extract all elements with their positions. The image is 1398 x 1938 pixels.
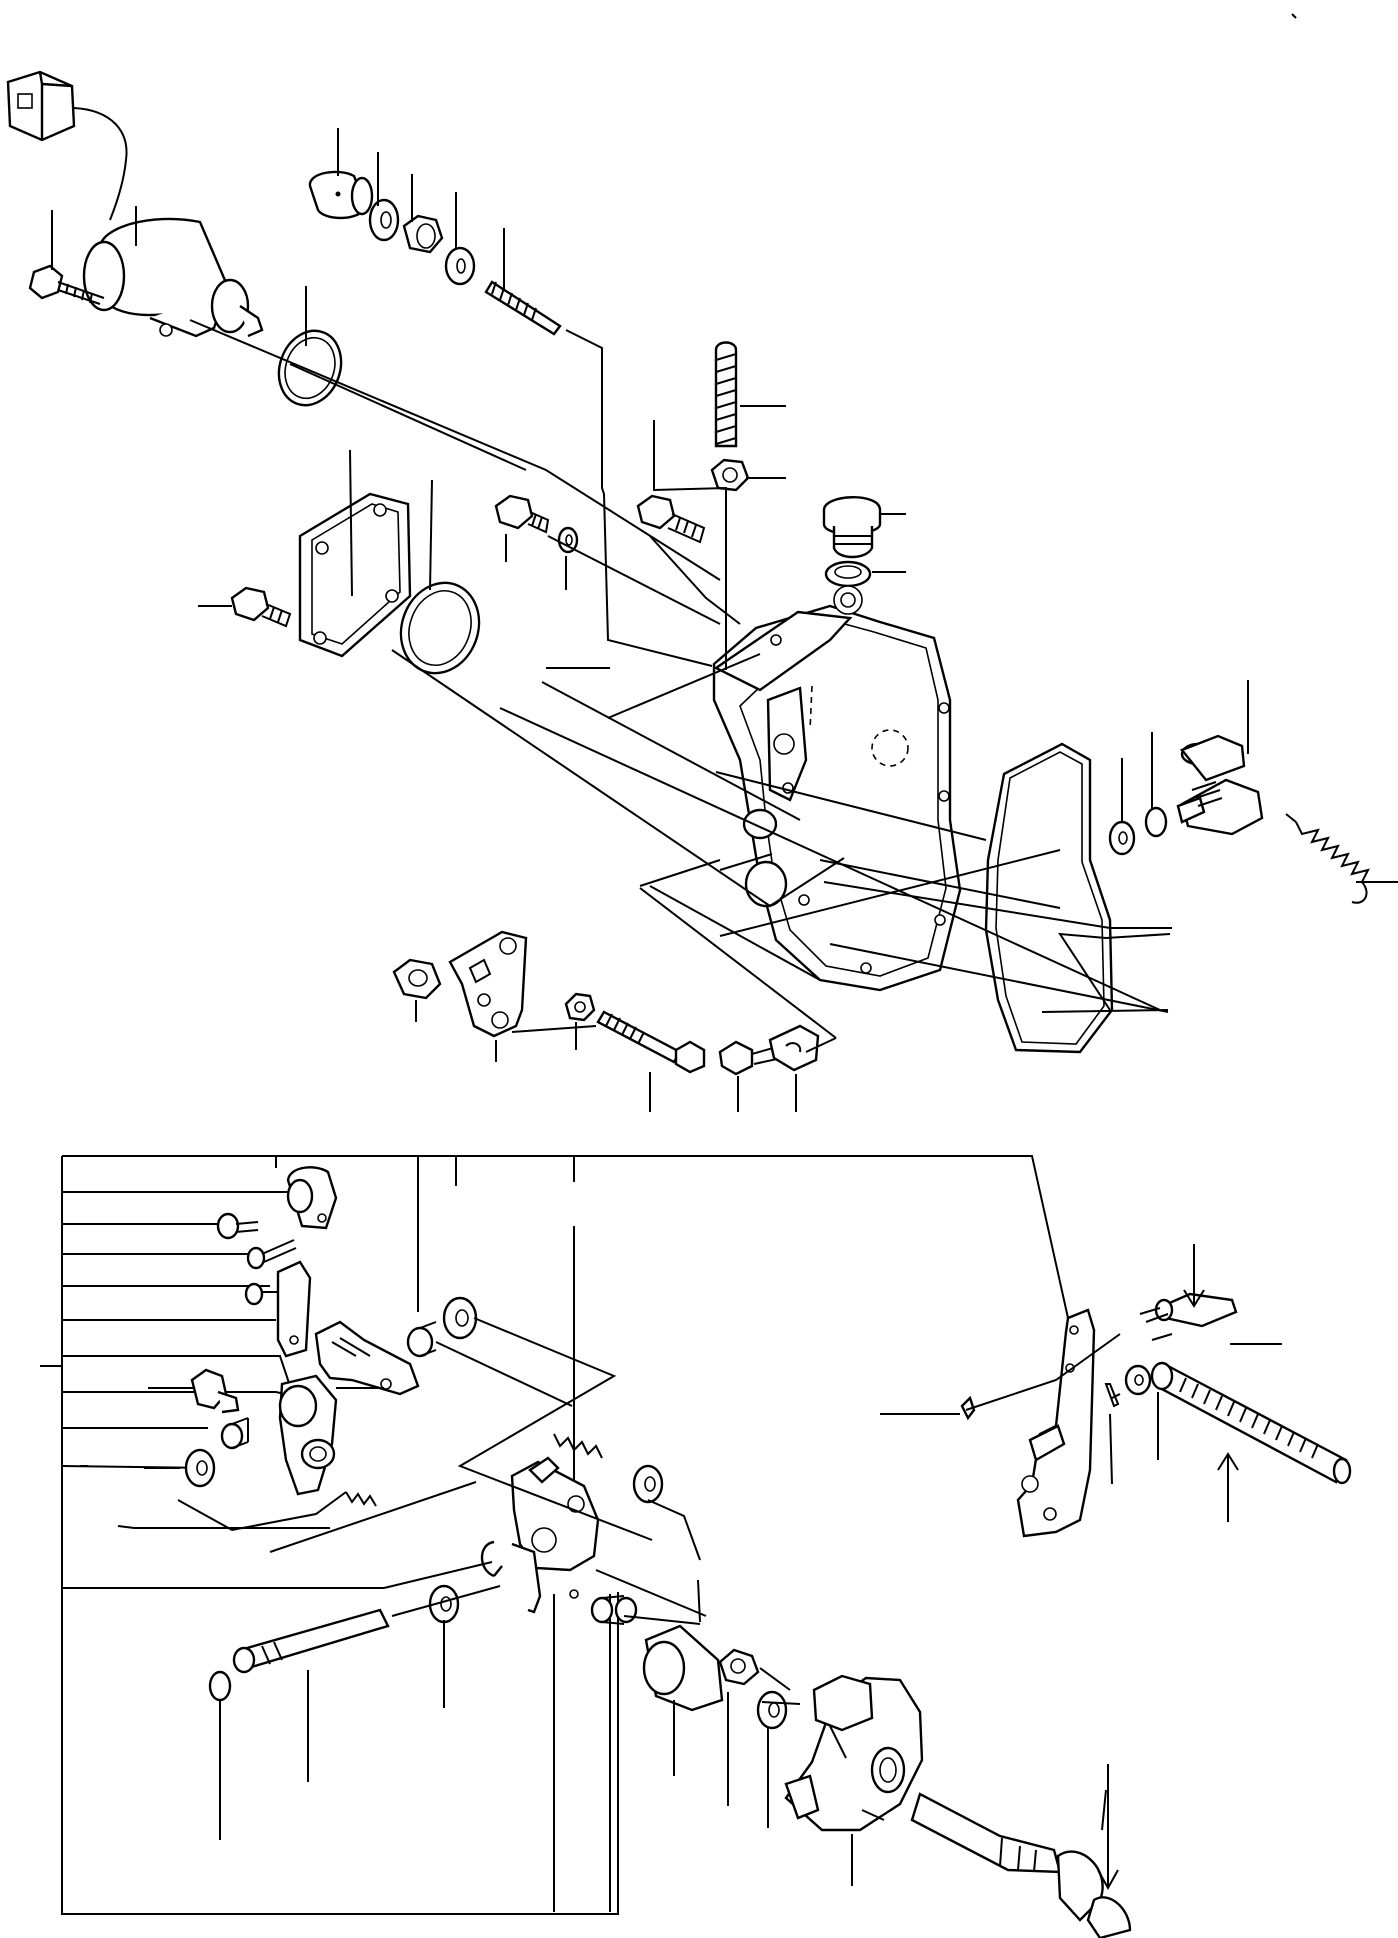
- lever-hub: [278, 1374, 338, 1496]
- lower-leader-lines: [117, 1244, 1282, 1891]
- washer-2: [444, 246, 476, 286]
- electrical-connector: [6, 70, 128, 221]
- small-screw-2: [246, 1239, 297, 1270]
- upper-assembly: [6, 70, 1398, 1112]
- small-collar: [220, 1417, 249, 1450]
- plug-gasket: [824, 560, 872, 588]
- governor-lever: [510, 1456, 600, 1614]
- flange-nut: [392, 958, 442, 1000]
- lower-washer-1: [442, 1296, 478, 1340]
- adjust-screw-cap: [308, 170, 374, 220]
- governor-housing: [712, 585, 962, 992]
- lever-shaft-boss: [1176, 734, 1264, 836]
- circlip: [480, 1540, 503, 1578]
- small-screw-1: [216, 1212, 259, 1240]
- bolt-b: [636, 494, 706, 544]
- hex-nut: [718, 1648, 760, 1686]
- solenoid-bolt: [28, 264, 105, 305]
- link-plate: [276, 1260, 312, 1358]
- small-nut-2: [564, 992, 596, 1022]
- stop-solenoid: [82, 217, 264, 338]
- pin-clip: [1104, 1383, 1121, 1408]
- pivot-bracket: [1139, 1292, 1238, 1328]
- control-lever-bracket: [314, 1320, 420, 1396]
- bolt-a: [494, 494, 550, 534]
- lower-washer-5: [756, 1690, 788, 1730]
- shaft-o-ring: [208, 1670, 232, 1702]
- bushing: [406, 1321, 437, 1358]
- stud: [714, 341, 738, 448]
- flyweight-carrier: [642, 1624, 724, 1712]
- small-spring: [345, 1491, 377, 1507]
- arm-pin: [960, 1395, 976, 1421]
- housing-gasket: [984, 742, 1114, 1054]
- washer-1: [368, 198, 400, 242]
- lower-frame-lines: [40, 1155, 1069, 1915]
- lower-washer-3: [632, 1464, 664, 1504]
- governor-spring: [1285, 813, 1370, 904]
- threaded-rod: [1150, 1361, 1352, 1485]
- spacer: [590, 1595, 638, 1625]
- upper-leader-lines: [51, 128, 1398, 1112]
- lever-spring: [553, 1433, 603, 1459]
- lower-assembly: [40, 1155, 1352, 1938]
- nut-1: [402, 214, 444, 254]
- clip-bracket: [768, 1024, 820, 1072]
- right-washer: [1108, 820, 1136, 856]
- washer-small: [557, 526, 579, 554]
- lower-washer-2: [184, 1448, 216, 1488]
- cover-plate: [298, 492, 412, 658]
- seal-ring: [399, 581, 481, 675]
- right-o-ring: [1144, 806, 1168, 838]
- corner-mark: [1291, 13, 1297, 19]
- lever-plate: [448, 930, 528, 1038]
- adjust-screw: [484, 280, 562, 336]
- adjust-plug: [190, 1368, 240, 1414]
- cover-bolt: [230, 586, 292, 628]
- short-bolt: [718, 1040, 784, 1076]
- small-screw-3: [244, 1282, 278, 1306]
- drain-plug: [822, 496, 882, 559]
- stud-nut: [710, 458, 750, 492]
- governor-weight-assembly: [784, 1674, 924, 1832]
- arm-washer: [1124, 1364, 1152, 1396]
- lever-shaft: [232, 1608, 390, 1674]
- drive-shaft: [910, 1792, 1132, 1938]
- long-bolt: [596, 1010, 706, 1074]
- stop-lever: [286, 1166, 338, 1230]
- control-arm: [1016, 1308, 1096, 1538]
